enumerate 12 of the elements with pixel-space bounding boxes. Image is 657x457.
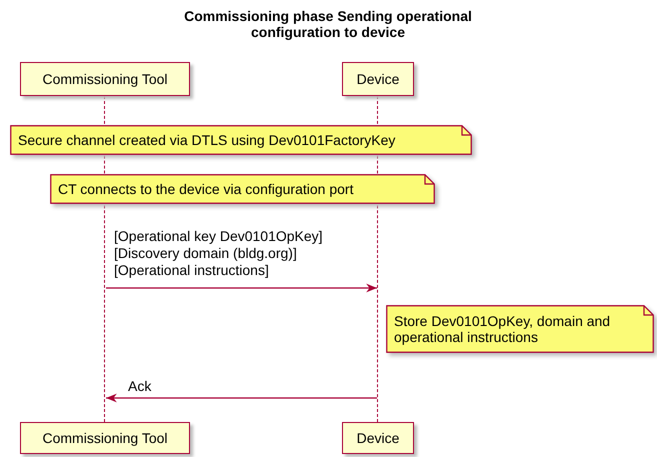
participant-box: Device xyxy=(342,422,414,454)
message-label: Ack xyxy=(128,378,152,395)
participant-box: Commissioning Tool xyxy=(20,422,190,454)
participant-box: Commissioning Tool xyxy=(20,62,190,96)
message-label: [Operational key Dev0101OpKey] [Discovery domain (bldg.org)] [Operational instructions] xyxy=(114,228,324,279)
note: Secure channel created via DTLS using Dev0101FactoryKey xyxy=(10,125,472,155)
diagram-title: Commissioning phase Sending operational configuration to device xyxy=(183,8,473,40)
message-arrow xyxy=(106,394,377,402)
note: CT connects to the device via configuration port xyxy=(50,174,435,204)
message-arrow xyxy=(106,284,377,292)
note: Store Dev0101OpKey, domain and operational instructions xyxy=(386,305,654,353)
participant-box: Device xyxy=(342,62,414,96)
